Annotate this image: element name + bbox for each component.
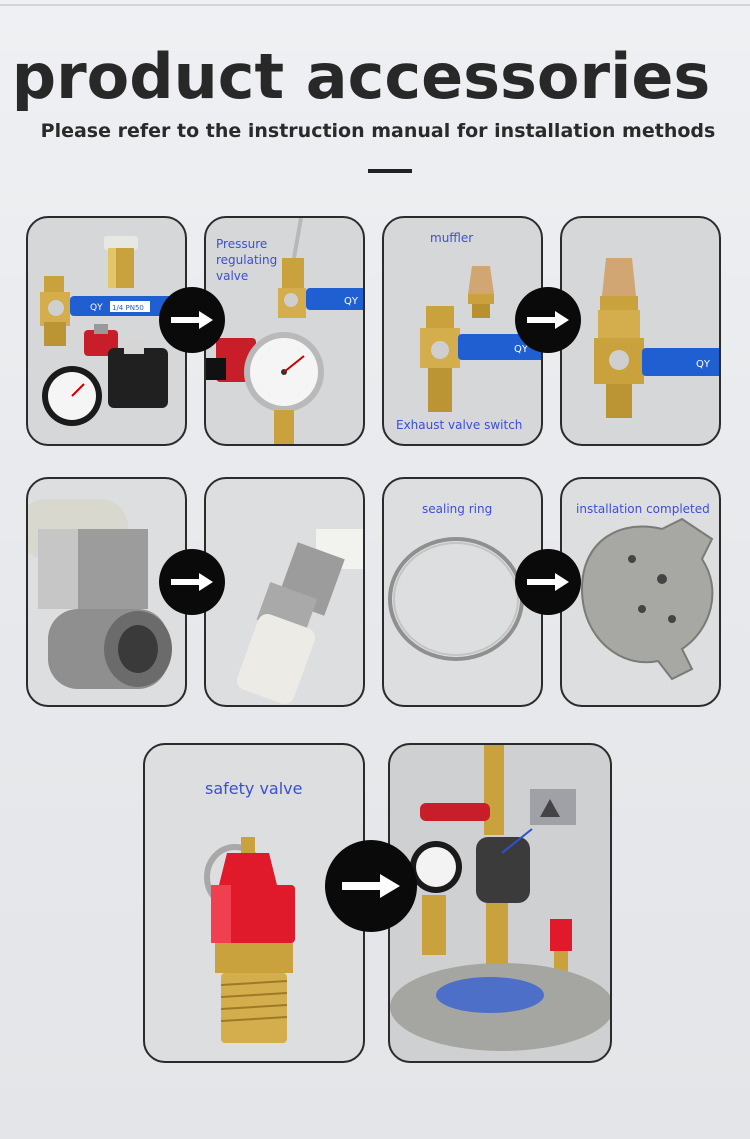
arrow-right-icon <box>515 549 581 615</box>
caption-safety-valve: safety valve <box>205 779 303 798</box>
panel-push-fitting-with-tube <box>204 477 365 707</box>
panel-pressure-regulating-valve: QY Pressure regulating valve <box>204 216 365 446</box>
panel-muffler-installed: QY <box>560 216 721 446</box>
pressure-regulating-valve-image: QY <box>206 218 363 444</box>
ball-valve-regulator-image: QY 1/4 PN50 <box>40 236 185 426</box>
top-divider-line <box>0 4 750 6</box>
page-subtitle: Please refer to the instruction manual f… <box>40 120 716 142</box>
arrow-right-icon <box>325 840 417 932</box>
valve-brand-text-2: QY <box>344 296 359 307</box>
muffler-exhaust-valve-image: QY <box>420 266 541 412</box>
caption-exhaust-valve-switch: Exhaust valve switch <box>396 418 523 432</box>
valve-brand-text-4: QY <box>696 359 711 370</box>
valve-brand-text-3: QY <box>514 344 529 355</box>
push-fitting-with-tube-image <box>236 529 363 705</box>
arrow-right-icon <box>159 549 225 615</box>
title-underline <box>368 169 412 173</box>
muffler-installed-image: QY <box>594 258 719 418</box>
caption-muffler: muffler <box>430 231 474 245</box>
caption-installation-completed: installation completed <box>576 502 710 516</box>
page-title: product accessories <box>11 40 711 113</box>
arrow-right-icon <box>515 287 581 353</box>
full-assembly-image <box>390 745 610 1051</box>
panel-full-assembly <box>388 743 612 1063</box>
panel-installation-completed: installation completed <box>560 477 721 707</box>
safety-valve-image <box>204 837 295 1043</box>
caption-sealing-ring: sealing ring <box>422 502 493 516</box>
valve-size-text: 1/4 PN50 <box>112 304 144 312</box>
arrow-right-icon <box>159 287 225 353</box>
valve-brand-text: QY <box>90 303 103 313</box>
caption-pressure-regulating-valve: Pressure regulating valve <box>216 237 278 283</box>
push-fitting-image <box>28 499 172 689</box>
installation-completed-plate-image <box>580 517 714 681</box>
